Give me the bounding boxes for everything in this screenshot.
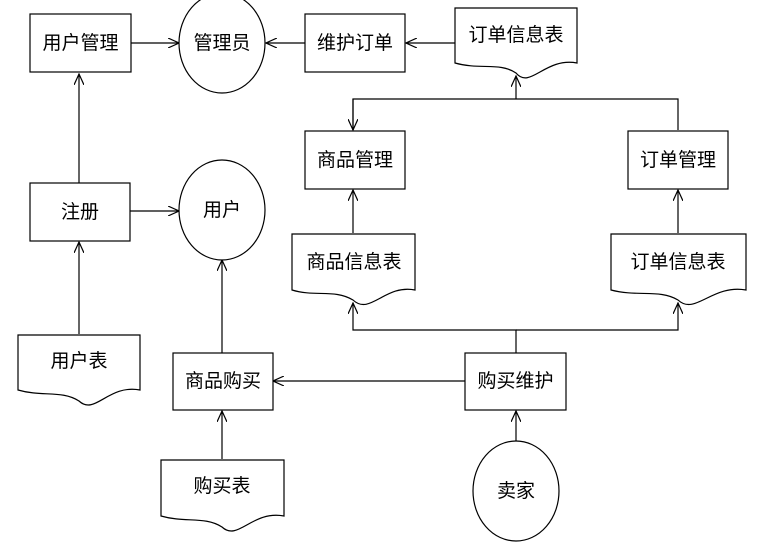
edge-purchase-maint-to-tables xyxy=(353,303,517,353)
node-purchase-maintenance: 购买维护 xyxy=(464,352,567,411)
node-user-table-label: 用户表 xyxy=(50,350,107,372)
node-seller: 卖家 xyxy=(472,440,560,542)
node-maintain-orders-label: 维护订单 xyxy=(317,32,393,54)
node-order-management: 订单管理 xyxy=(627,130,729,190)
node-order-info-table-right: 订单信息表 xyxy=(610,233,747,306)
node-order-info-table-top-label: 订单信息表 xyxy=(468,24,563,46)
node-register-label: 注册 xyxy=(61,201,99,223)
edge-managers-to-order-table xyxy=(352,98,679,130)
node-admin-label: 管理员 xyxy=(193,32,250,54)
node-user-label: 用户 xyxy=(203,199,241,221)
node-product-purchase: 商品购买 xyxy=(172,352,274,411)
edge-purchase-maint-to-order-table xyxy=(516,303,678,331)
node-order-info-table-top: 订单信息表 xyxy=(454,7,578,79)
node-user: 用户 xyxy=(178,159,266,261)
node-product-purchase-label: 商品购买 xyxy=(185,370,261,392)
node-product-management: 商品管理 xyxy=(304,130,406,190)
node-order-management-label: 订单管理 xyxy=(640,149,716,171)
node-seller-label: 卖家 xyxy=(497,480,535,502)
node-maintain-orders: 维护订单 xyxy=(304,13,406,73)
node-user-table: 用户表 xyxy=(17,334,141,406)
node-admin: 管理员 xyxy=(178,0,266,94)
node-purchase-table: 购买表 xyxy=(160,459,285,532)
node-product-info-table-label: 商品信息表 xyxy=(306,251,401,273)
node-purchase-table-label: 购买表 xyxy=(193,475,250,497)
edges xyxy=(79,43,678,459)
node-register: 注册 xyxy=(29,182,131,242)
node-user-management-label: 用户管理 xyxy=(42,32,118,54)
node-order-info-table-right-label: 订单信息表 xyxy=(630,251,725,273)
node-product-management-label: 商品管理 xyxy=(317,149,393,171)
node-purchase-maintenance-label: 购买维护 xyxy=(477,370,553,392)
node-user-management: 用户管理 xyxy=(29,13,132,73)
node-product-info-table: 商品信息表 xyxy=(291,233,416,306)
